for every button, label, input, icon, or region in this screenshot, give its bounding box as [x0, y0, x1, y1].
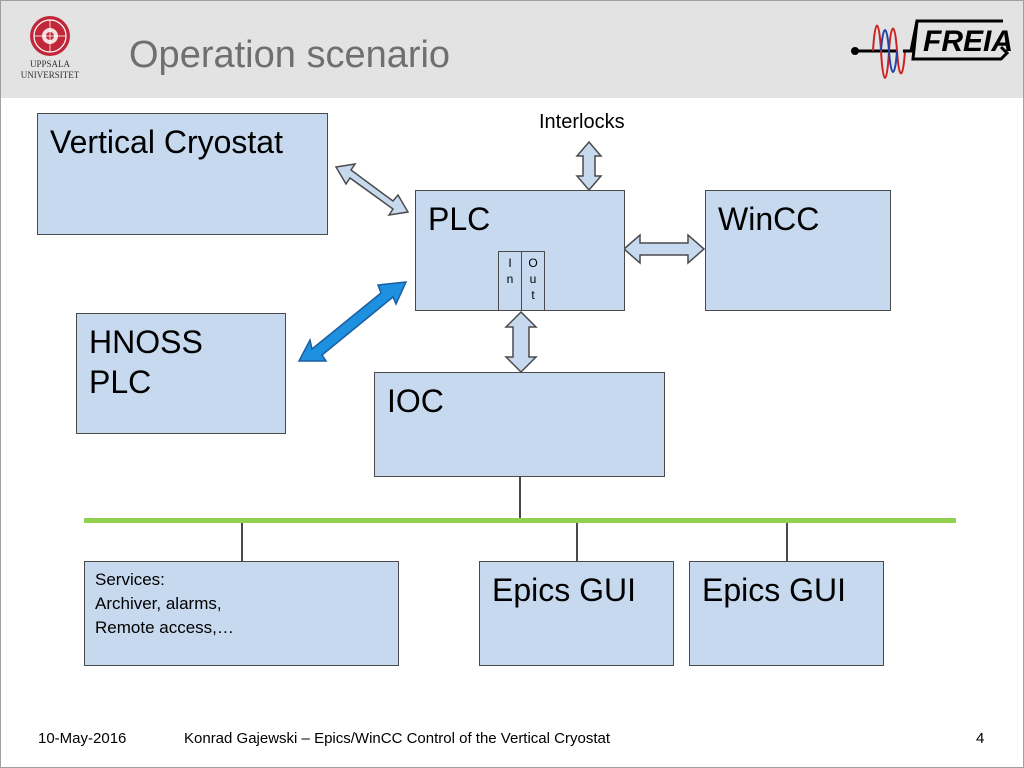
uppsala-name-line1: UPPSALA [29, 59, 70, 69]
plc-output-port: O u t [521, 251, 545, 311]
wincc-label: WinCC [718, 201, 820, 237]
uppsala-name-line2: UNIVERSITET [20, 70, 80, 80]
freia-logo: FREIA [851, 7, 1013, 99]
epics-gui-1-bus-connector [576, 523, 578, 561]
wincc-box: WinCC [705, 190, 891, 311]
plc-label: PLC [428, 201, 491, 237]
freia-wave-icon: FREIA [851, 19, 1013, 79]
services-label: Services: Archiver, alarms, Remote acces… [95, 570, 234, 637]
page-number: 4 [976, 730, 985, 747]
services-box: Services: Archiver, alarms, Remote acces… [84, 561, 399, 666]
freia-text: FREIA [923, 25, 1011, 58]
ioc-label: IOC [387, 383, 444, 419]
slide-title: Operation scenario [129, 34, 451, 76]
epics-gui-box-2: Epics GUI [689, 561, 884, 666]
epics-gui-2-bus-connector [786, 523, 788, 561]
epics-gui-label-1: Epics GUI [492, 572, 637, 608]
plc-input-port: I n [498, 251, 522, 311]
vertical-cryostat-box: Vertical Cryostat [37, 113, 328, 235]
slide-header: UPPSALA UNIVERSITET Operation scenario F… [1, 1, 1023, 98]
epics-gui-box-1: Epics GUI [479, 561, 674, 666]
plc-box: PLC I n O u t [415, 190, 625, 311]
interlocks-label: Interlocks [539, 111, 625, 133]
epics-gui-label-2: Epics GUI [702, 572, 847, 608]
cryostat-plc-arrow [334, 162, 410, 217]
network-bus-line [84, 518, 956, 523]
services-bus-connector [241, 523, 243, 561]
uppsala-seal-icon [30, 16, 70, 56]
hnoss-plc-arrow [297, 281, 408, 362]
hnoss-plc-label: HNOSS PLC [89, 324, 203, 400]
plc-wincc-arrow [622, 233, 706, 265]
hnoss-plc-box: HNOSS PLC [76, 313, 286, 434]
plc-ioc-arrow [504, 310, 538, 374]
footer-date: 10-May-2016 [38, 730, 127, 747]
vertical-cryostat-label: Vertical Cryostat [50, 124, 283, 160]
ioc-box: IOC [374, 372, 665, 477]
footer-author-title: Konrad Gajewski – Epics/WinCC Control of… [184, 730, 610, 747]
interlocks-arrow [575, 140, 603, 192]
ioc-bus-connector [519, 477, 521, 520]
uppsala-university-logo: UPPSALA UNIVERSITET [15, 13, 85, 85]
